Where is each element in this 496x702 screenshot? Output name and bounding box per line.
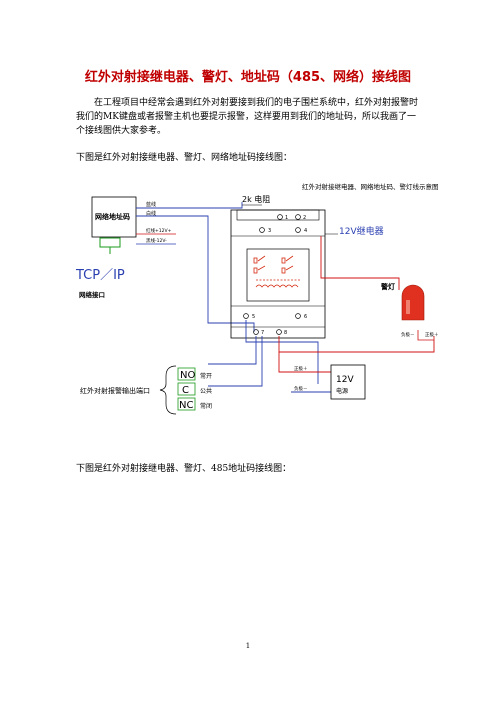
network-port-label: 网络接口 [79,290,105,299]
terminal-5 [243,313,249,319]
page-title: 红外对射接继电器、警灯、地址码（485、网络）接线图 [84,70,412,85]
terminal-7-wire [208,336,257,365]
resistor-label: 2k 电阻 [242,194,270,204]
common-wire [208,336,263,387]
intro-paragraph: 在工程项目中经常会遇到红外对射要接到我们的电子围栏系统中，红外对射报警时我们的M… [76,98,419,136]
page-number: 1 [245,642,251,650]
relay-body [230,209,326,339]
rs485-diagram-caption: 下图是红外对射接继电器、警灯、485地址码接线图： [76,464,292,474]
psu-voltage: 12V [336,375,354,385]
relay-terminals: 1 2 3 4 5 6 7 8 [243,214,307,336]
terminal-7-label: 7 [261,330,264,336]
relay-coil-block [246,248,310,302]
nc-terminal-box [177,397,196,411]
c-label: C [182,385,189,396]
terminal-2-label: 2 [303,215,306,221]
nc-label: NC [179,400,193,411]
psu-label: 电源 [336,387,348,395]
power-supply-box [330,364,366,400]
terminal-6 [295,313,301,319]
address-module-box [91,196,137,238]
diagram-title: 红外对射接继电器、网络地址码、警灯线示意图 [302,182,439,191]
terminal-6-label: 6 [304,314,307,320]
contact-a-bottom [253,267,258,274]
terminal-5-label: 5 [252,314,255,320]
black-wire-label: 黑线-12V- [146,237,167,244]
terminal-4 [295,227,301,233]
alarm-light [401,284,425,321]
network-jack [99,237,121,248]
relay-label: 12V继电器 [339,225,384,237]
white-wire-label: 白线 [146,210,156,217]
psu-positive-link [278,352,291,373]
alarm-light-highlight [406,300,410,314]
blue-wire-label: 蓝线 [146,201,156,208]
nc-description: 常闭 [200,402,212,410]
c-description: 公共 [200,387,212,395]
terminal-8-label: 8 [284,330,287,336]
relay-to-light-wire [320,236,400,290]
address-module-label: 网络地址码 [95,212,130,221]
terminal-8-wire [278,336,435,353]
output-brace [159,365,177,415]
contact-b-arm-2 [285,265,294,271]
terminal-2 [295,214,301,220]
no-label: NO [180,370,195,381]
psu-positive-label: 正极＋ [294,365,308,372]
tcpip-label: TCP／IP [75,268,125,283]
contact-a-top [253,257,258,264]
terminal-8 [276,329,282,335]
no-description: 常开 [200,372,212,380]
network-diagram-caption: 下图是红外对射接继电器、警灯、网络地址码接线图： [76,153,293,163]
contact-a-arm [257,255,266,262]
contact-b-bottom [281,267,286,274]
terminal-4-label: 4 [304,228,307,234]
c-terminal-box [177,382,196,396]
psu-negative-label: 负极－ [294,385,308,392]
terminal-5-wire [245,320,319,384]
output-port-label: 红外对射报警输出端口 [80,386,150,395]
relay-contacts-schematic [253,255,300,288]
contact-b-top [281,257,286,264]
light-positive-label: 正极＋ [425,331,439,338]
terminal-7 [253,329,259,335]
terminal-1 [277,214,283,220]
alarm-light-label: 警灯 [381,282,395,291]
terminal-3 [259,227,265,233]
red-wire-label: 红线+12V+ [146,227,172,234]
light-lead [417,330,435,341]
blue-wire [136,202,243,209]
light-negative-label: 负极－ [401,331,415,338]
terminal-1-label: 1 [285,215,288,221]
relay-top-terminal-strip [236,209,320,221]
relay-coil [255,284,299,288]
no-terminal-box [177,367,196,381]
contact-b-arm [285,255,294,262]
contact-a-arm-2 [257,265,266,271]
terminal-3-label: 3 [268,228,271,234]
white-wire [136,215,255,332]
